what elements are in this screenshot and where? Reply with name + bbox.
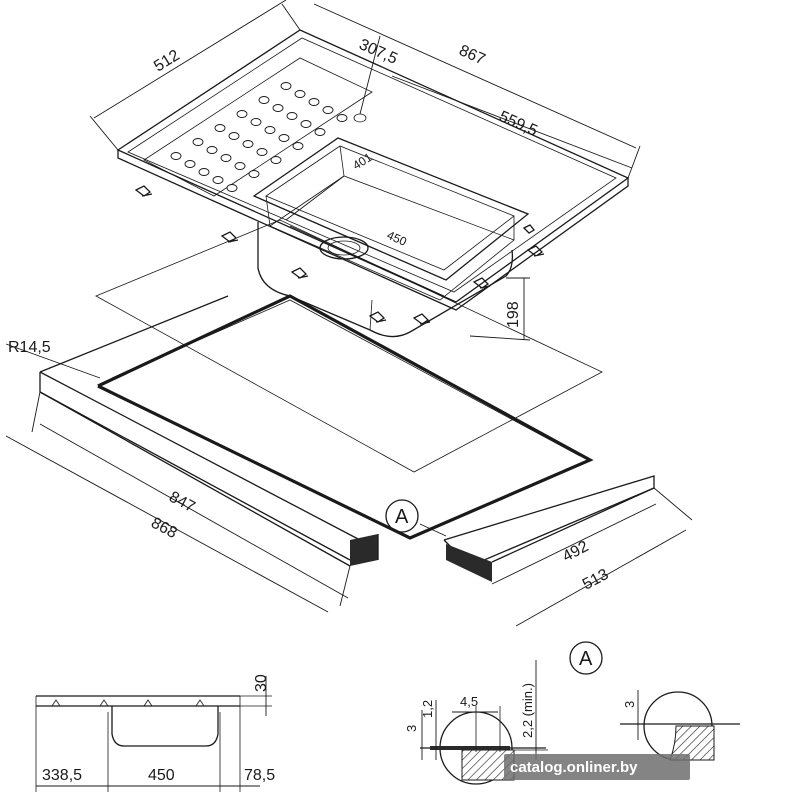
watermark-bg (504, 754, 690, 780)
detail-dim-step: 1,2 (420, 700, 435, 718)
clamp-icon (134, 185, 545, 325)
dim-bowl-depth: 401 (350, 150, 375, 173)
detail-dim-right: 3 (622, 701, 637, 708)
drain-hole (170, 152, 182, 160)
dim-worktop-width: 513 (580, 566, 612, 594)
detail-a (420, 641, 740, 785)
detail-dim-width: 4,5 (460, 694, 478, 709)
side-bowl-span: 450 (148, 767, 175, 784)
drain-hole (242, 140, 254, 148)
drain-hole (256, 148, 268, 156)
dim-drainer-length: 559,5 (496, 108, 540, 140)
drain-hole (272, 104, 284, 112)
drain-hole (220, 154, 232, 162)
drain-hole (212, 176, 224, 184)
drain-hole (250, 118, 262, 126)
drain-hole (300, 120, 312, 128)
dim-top-length: 867 (456, 42, 487, 68)
callout-a-label: A (395, 506, 409, 528)
watermark: catalog.onliner.by (510, 759, 638, 776)
drain-hole (192, 138, 204, 146)
dim-corner-radius: R14,5 (8, 339, 51, 356)
dim-cutout-width: 492 (560, 538, 592, 566)
callout-a-circle (385, 499, 419, 533)
drain-hole (322, 106, 334, 114)
drain-hole (228, 132, 240, 140)
drain-hole (292, 142, 304, 150)
side-right-offset: 78,5 (244, 767, 275, 784)
drain-hole (294, 90, 306, 98)
dim-top-width: 512 (151, 47, 183, 76)
drain-hole (280, 82, 292, 90)
drain-hole (308, 98, 320, 106)
side-left-offset: 338,5 (42, 767, 82, 784)
drain-hole (286, 112, 298, 120)
drain-hole (264, 126, 276, 134)
drain-hole (184, 160, 196, 168)
side-view (35, 676, 272, 792)
drain-hole (270, 156, 282, 164)
drain-hole (214, 124, 226, 132)
drain-hole (278, 134, 290, 142)
detail-a-heading: A (579, 648, 593, 670)
dim-worktop-length: 868 (148, 515, 180, 543)
drain-hole (234, 162, 246, 170)
drain-hole (336, 114, 348, 122)
dim-bowl-offset: 307,5 (356, 36, 400, 68)
drain-hole (206, 146, 218, 154)
sink-body (116, 29, 630, 338)
drain-hole (226, 184, 238, 192)
side-rim-height: 30 (253, 674, 270, 692)
drain-hole (314, 128, 326, 136)
drainer-holes (170, 82, 348, 192)
drain-hole (258, 96, 270, 104)
dim-cutout-length: 847 (166, 489, 198, 517)
detail-dim-left: 3 (404, 725, 419, 732)
worktop (39, 219, 655, 582)
detail-dim-min: 2,2 (min.) (520, 683, 535, 738)
drain-hole (198, 168, 210, 176)
dim-bowl-height: 198 (505, 301, 522, 328)
drain-hole (248, 170, 260, 178)
dimension-lines (5, 0, 693, 627)
dim-bowl-width: 450 (385, 228, 409, 249)
drain-hole (236, 110, 248, 118)
